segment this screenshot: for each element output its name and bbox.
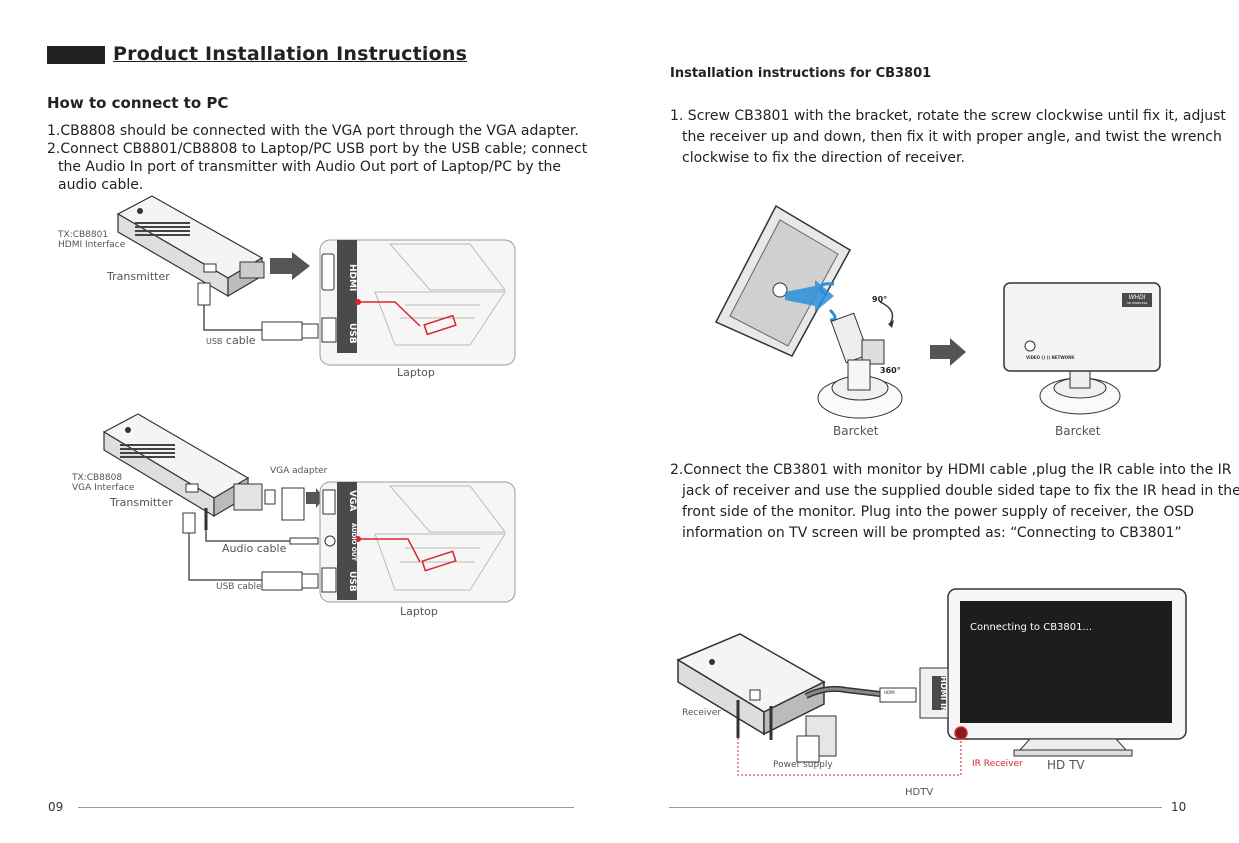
step-list-pc: 1.CB8808 should be connected with the VG…	[47, 122, 587, 194]
step-line: clockwise to fix the direction of receiv…	[682, 150, 965, 166]
transmitter-label: Transmitter	[107, 270, 170, 283]
port-vga-label: VGA	[347, 490, 357, 512]
page-number-left: 09	[48, 800, 64, 814]
whdi-badge-sub: HD WIRELESS	[1126, 301, 1148, 305]
usb-cable-label: USB cable	[206, 334, 256, 347]
bracket-stand	[817, 312, 903, 419]
tx-model-label: TX:CB8808	[72, 473, 123, 483]
bracket-label-right: Barcket	[1055, 424, 1101, 438]
power-supply-label: Power supply	[773, 760, 833, 770]
hdtv-label: HD TV	[1047, 758, 1085, 772]
step1-text: 1. Screw CB3801 with the bracket, rotate…	[670, 106, 1226, 169]
hdmi-in-label: HDMI IN	[939, 675, 948, 713]
step-line: 2.Connect CB8801/CB8808 to Laptop/PC USB…	[47, 141, 588, 157]
hdtv	[919, 588, 1187, 757]
receiver-port-labels: VIDEO () () NETWORK	[1026, 355, 1075, 360]
usb-cable-word: cable	[225, 334, 256, 347]
tv-screen	[960, 601, 1172, 723]
footer-rule-right	[669, 807, 1162, 808]
step-line: the Audio In port of transmitter with Au…	[58, 159, 562, 175]
direction-arrow	[930, 338, 966, 366]
ir-receiver-label: IR Receiver	[972, 759, 1023, 769]
figure-caption-hdtv: HDTV	[905, 787, 934, 798]
bracket-label-left: Barcket	[833, 424, 879, 438]
port-usb-label: USB	[347, 322, 357, 344]
receiver-device	[676, 633, 826, 736]
step-line: the receiver up and down, then fix it wi…	[682, 129, 1222, 145]
step-line: 2.Connect the CB3801 with monitor by HDM…	[670, 462, 1232, 478]
step-line: 1.CB8808 should be connected with the VG…	[47, 123, 579, 139]
transmitter-device	[116, 195, 264, 298]
step-line: front side of the monitor. Plug into the…	[682, 504, 1195, 520]
laptop-label: Laptop	[400, 605, 438, 618]
tx-interface-label: VGA Interface	[72, 483, 135, 493]
tx-model-label: TX:CB8801	[58, 230, 109, 240]
angle-360-label: 360°	[880, 366, 901, 375]
port-audio-label: AUDIO OUT	[350, 523, 357, 561]
page-title: Product Installation Instructions	[113, 43, 468, 65]
step-line: jack of receiver and use the supplied do…	[682, 483, 1239, 499]
vga-connector	[233, 483, 263, 511]
receiver-front	[1003, 282, 1161, 415]
section-heading-pc: How to connect to PC	[47, 94, 229, 112]
ir-receiver-dot	[954, 726, 968, 740]
step-line: 1. Screw CB3801 with the bracket, rotate…	[670, 108, 1226, 124]
hdmi-plug-label: HDMI	[884, 690, 895, 695]
usb-prefix: USB	[206, 337, 223, 346]
angle-90-label: 90°	[872, 295, 888, 304]
tx-interface-label: HDMI Interface	[58, 240, 126, 250]
port-usb-label: USB	[347, 570, 357, 592]
section-heading-cb3801: Installation instructions for CB3801	[670, 66, 932, 81]
page-number-right: 10	[1171, 800, 1187, 814]
whdi-badge-text: WHDI	[1128, 294, 1146, 301]
receiver-label: Receiver	[682, 708, 721, 718]
usb-cable-label: USB cable	[216, 582, 262, 592]
vga-adapter-label: VGA adapter	[270, 466, 328, 476]
step-line: audio cable.	[58, 177, 144, 193]
laptop-label: Laptop	[397, 366, 435, 379]
direction-arrow	[270, 252, 310, 280]
receiver-back-panel	[714, 204, 852, 357]
transmitter-label: Transmitter	[110, 496, 173, 509]
step-line: information on TV screen will be prompte…	[682, 525, 1182, 541]
vga-adapter	[281, 487, 305, 521]
footer-rule-left	[78, 807, 574, 808]
title-bar-decoration	[47, 46, 105, 64]
audio-cable-label: Audio cable	[222, 542, 287, 555]
step2-text: 2.Connect the CB3801 with monitor by HDM…	[670, 460, 1239, 544]
tv-osd-message: Connecting to CB3801...	[970, 622, 1093, 633]
port-hdmi-label: HDMI	[347, 264, 357, 292]
